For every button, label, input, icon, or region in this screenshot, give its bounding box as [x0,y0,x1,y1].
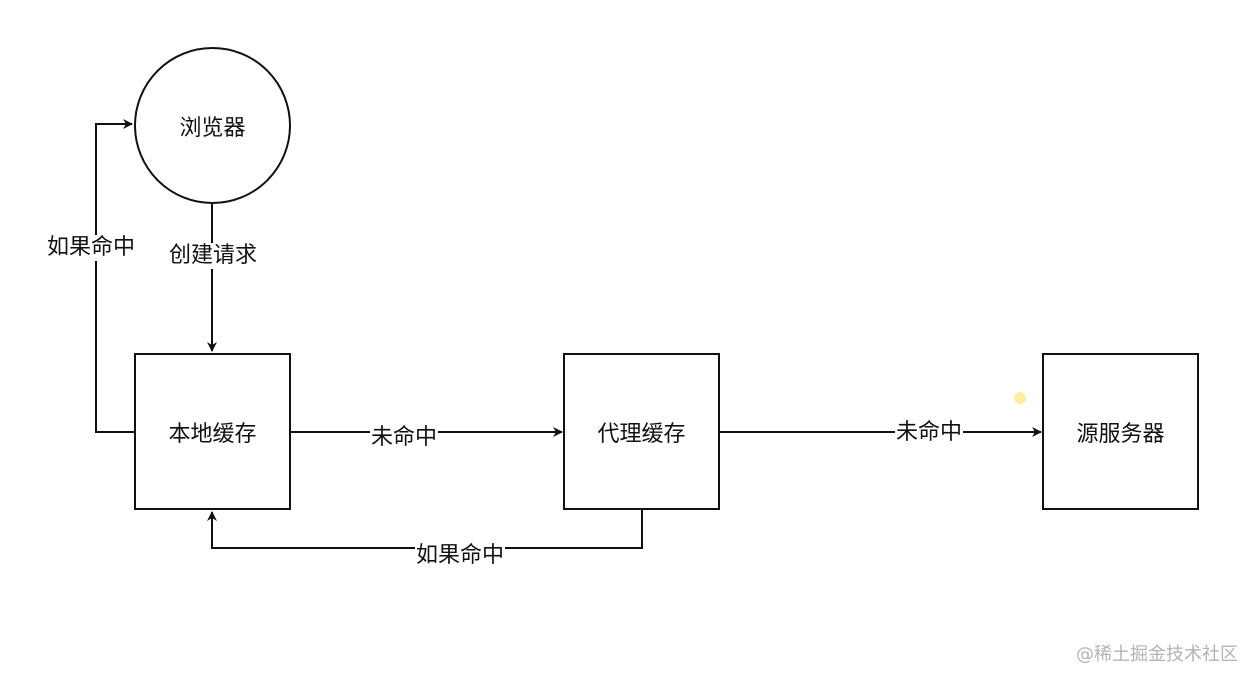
node-origin-server-label: 源服务器 [1076,421,1165,447]
node-local-cache-label: 本地缓存 [168,421,257,447]
edge-label-hit-local-to-browser: 如果命中 [46,235,137,261]
node-origin-server: 源服务器 [1042,353,1199,510]
node-proxy-cache: 代理缓存 [563,353,720,510]
node-proxy-cache-label: 代理缓存 [597,421,686,447]
node-local-cache: 本地缓存 [134,353,291,510]
edge-label-miss-local-to-proxy: 未命中 [370,425,439,451]
edge-hit-local-to-browser [95,119,134,433]
cursor-highlight-dot [1014,392,1026,404]
node-browser-label: 浏览器 [179,115,246,141]
watermark: @稀土掘金技术社区 [1076,644,1238,665]
edge-label-hit-proxy-to-local: 如果命中 [415,543,506,569]
node-browser: 浏览器 [134,47,291,204]
edge-label-create-request: 创建请求 [168,243,259,269]
edge-label-miss-proxy-to-origin: 未命中 [895,420,964,446]
